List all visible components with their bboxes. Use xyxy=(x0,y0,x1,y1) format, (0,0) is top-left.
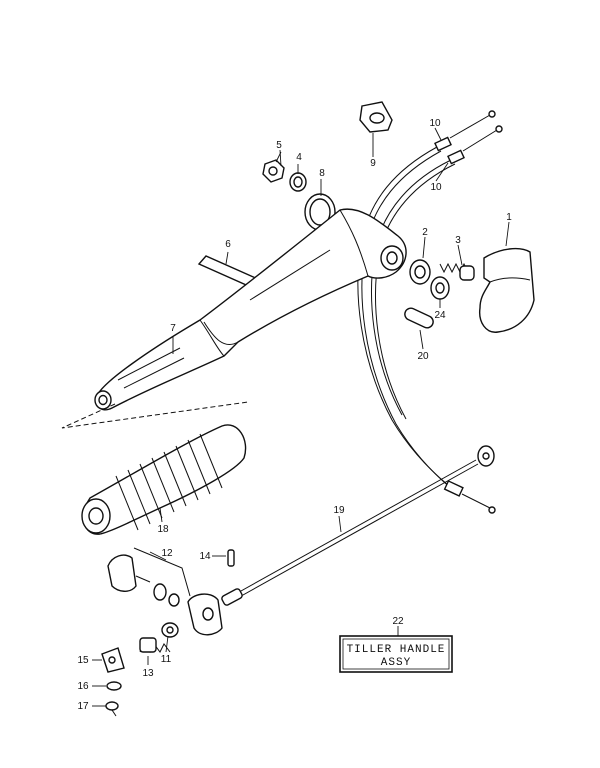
callout-7: 7 xyxy=(170,323,176,334)
link-rod-part-19 xyxy=(221,445,495,606)
callout-5: 5 xyxy=(276,140,282,151)
callout-14: 14 xyxy=(199,551,211,562)
callout-10-lower: 10 xyxy=(430,182,442,193)
cover-part-1 xyxy=(479,247,535,333)
nut-part-5 xyxy=(262,159,285,183)
pulley-group-part-12 xyxy=(107,547,223,636)
callout-15: 15 xyxy=(77,655,89,666)
callout-12: 12 xyxy=(161,548,173,559)
callout-6: 6 xyxy=(225,239,231,250)
screw-part-17 xyxy=(105,701,119,717)
pin-part-14 xyxy=(227,549,235,567)
tiller-arm-part-7 xyxy=(94,208,407,411)
callout-22: 22 xyxy=(392,616,404,627)
callout-17: 17 xyxy=(77,701,89,712)
tiller-handle-assy-label: TILLER HANDLE ASSY xyxy=(339,635,453,673)
washer-part-24 xyxy=(430,276,450,300)
throttle-grip-part-18 xyxy=(81,424,247,535)
callout-8: 8 xyxy=(319,168,325,179)
callout-18: 18 xyxy=(157,524,169,535)
bracket-part-15 xyxy=(101,647,125,673)
pin-part-20 xyxy=(404,307,434,329)
callout-1: 1 xyxy=(506,212,512,223)
callout-20: 20 xyxy=(417,351,429,362)
spring-part-13 xyxy=(139,637,171,653)
grommet-part-9 xyxy=(359,101,393,133)
throttle-cables xyxy=(357,110,503,514)
callout-11: 11 xyxy=(161,654,172,665)
callout-4: 4 xyxy=(296,152,302,163)
washer-part-11 xyxy=(161,622,179,638)
label-line-1: TILLER HANDLE xyxy=(347,644,446,656)
callout-24: 24 xyxy=(434,310,446,321)
washer-part-4 xyxy=(289,172,307,192)
callout-9: 9 xyxy=(370,158,376,169)
callout-16: 16 xyxy=(77,681,89,692)
callout-10-upper: 10 xyxy=(429,118,441,129)
callout-2: 2 xyxy=(422,227,428,238)
callout-19: 19 xyxy=(333,505,345,516)
friction-washer-part-2 xyxy=(409,259,431,285)
label-line-2: ASSY xyxy=(381,657,411,669)
callout-leaders xyxy=(92,127,510,707)
callout-13: 13 xyxy=(142,668,154,679)
spring-part-3 xyxy=(439,262,475,281)
callout-3: 3 xyxy=(455,235,461,246)
callout-numbers: 1 2 3 4 5 6 7 8 9 10 10 11 12 13 14 15 1… xyxy=(77,118,512,712)
explode-guide-lines xyxy=(61,401,249,429)
washer-part-16 xyxy=(106,681,122,691)
